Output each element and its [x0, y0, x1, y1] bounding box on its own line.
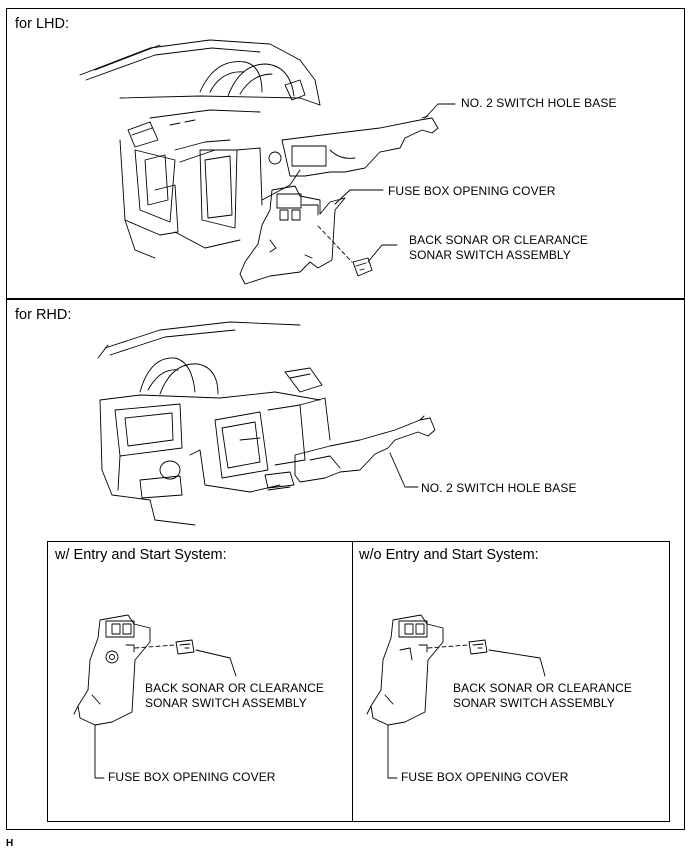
with-entry-panel: [47, 541, 353, 822]
with-entry-sonar-switch-label-1: BACK SONAR OR CLEARANCE: [145, 681, 325, 695]
lhd-panel: [6, 8, 685, 299]
with-entry-heading: w/ Entry and Start System:: [55, 547, 227, 563]
with-entry-sonar-switch-label-2: SONAR SWITCH ASSEMBLY: [145, 696, 307, 710]
rhd-switch-hole-base-label: NO. 2 SWITCH HOLE BASE: [421, 481, 577, 495]
without-entry-panel: [352, 541, 670, 822]
rhd-heading: for RHD:: [15, 307, 72, 323]
lhd-sonar-switch-label-2: SONAR SWITCH ASSEMBLY: [409, 248, 571, 262]
without-entry-sonar-switch-label-1: BACK SONAR OR CLEARANCE: [453, 681, 633, 695]
lhd-sonar-switch-label-1: BACK SONAR OR CLEARANCE: [409, 233, 589, 247]
without-entry-heading: w/o Entry and Start System:: [359, 547, 539, 563]
without-entry-fuse-box-cover-label: FUSE BOX OPENING COVER: [401, 770, 569, 784]
lhd-heading: for LHD:: [15, 16, 69, 32]
figure-code: H: [6, 838, 14, 849]
with-entry-fuse-box-cover-label: FUSE BOX OPENING COVER: [108, 770, 276, 784]
lhd-switch-hole-base-label: NO. 2 SWITCH HOLE BASE: [461, 96, 617, 110]
lhd-fuse-box-cover-label: FUSE BOX OPENING COVER: [388, 184, 556, 198]
without-entry-sonar-switch-label-2: SONAR SWITCH ASSEMBLY: [453, 696, 615, 710]
